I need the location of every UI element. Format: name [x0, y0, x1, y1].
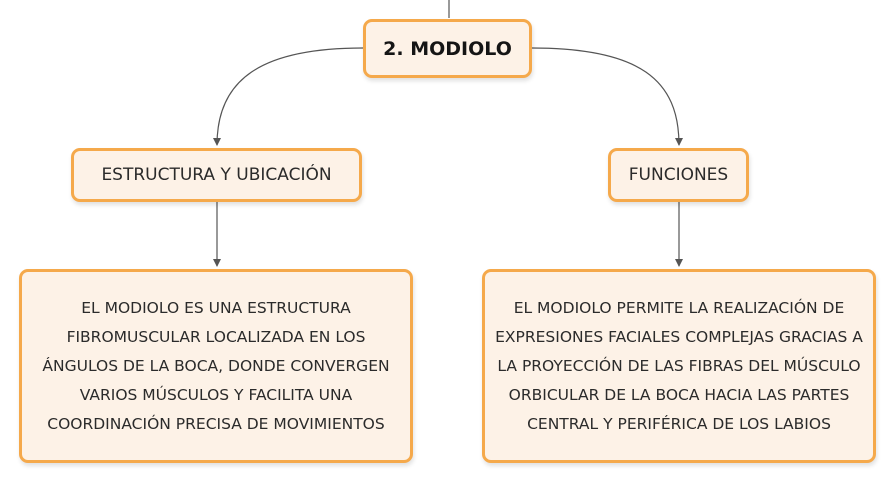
branch-node-funciones-label: FUNCIONES: [628, 165, 729, 185]
detail-node-estructura[interactable]: EL MODIOLO ES UNA ESTRUCTURA FIBROMUSCUL…: [19, 269, 413, 463]
detail-node-funciones[interactable]: EL MODIOLO PERMITE LA REALIZACIÓN DE EXP…: [482, 269, 876, 463]
root-node-label: 2. MODIOLO: [383, 37, 512, 60]
branch-node-funciones[interactable]: FUNCIONES: [608, 148, 749, 202]
connector-root-to-estructura: [213, 47, 364, 146]
branch-node-estructura[interactable]: ESTRUCTURA Y UBICACIÓN: [71, 148, 362, 202]
detail-node-estructura-text: EL MODIOLO ES UNA ESTRUCTURA FIBROMUSCUL…: [42, 298, 390, 433]
connector-root-to-funciones: [531, 47, 683, 146]
root-node[interactable]: 2. MODIOLO: [363, 19, 532, 78]
branch-node-estructura-label: ESTRUCTURA Y UBICACIÓN: [101, 165, 332, 185]
detail-node-funciones-text: EL MODIOLO PERMITE LA REALIZACIÓN DE EXP…: [495, 298, 863, 433]
